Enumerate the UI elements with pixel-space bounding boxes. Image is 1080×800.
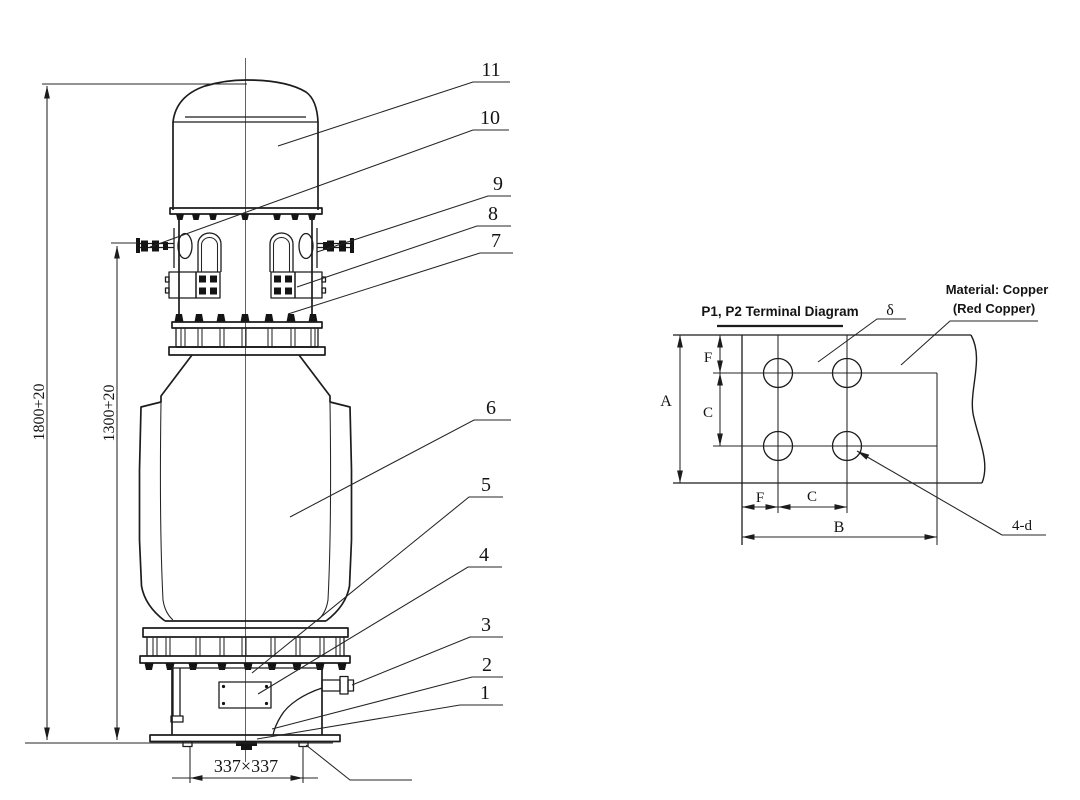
dim-label-C-horiz: C — [807, 489, 817, 505]
thickness-symbol: δ — [886, 302, 894, 319]
right-terminal-stud — [317, 238, 354, 253]
dim-label-F-horiz: F — [756, 490, 764, 506]
callout-1: 1 — [480, 682, 490, 704]
dim-label-A: A — [660, 393, 672, 410]
drain-stud — [236, 741, 257, 750]
callout-9: 9 — [493, 173, 503, 195]
callouts: 11 10 9 8 7 6 5 4 3 2 1 — [149, 59, 513, 740]
bottom-flange — [139, 627, 351, 670]
dim-label-4d: 4-d — [1012, 518, 1032, 534]
hole-top-left — [762, 357, 794, 389]
callout-8: 8 — [488, 203, 498, 225]
callout-11: 11 — [481, 59, 500, 81]
left-terminal-stud — [136, 238, 174, 253]
dim-label-F-vert: F — [704, 350, 712, 366]
dim-terminal-height: 1300+20 — [101, 384, 118, 441]
break-line — [970, 334, 986, 484]
upper-flange — [168, 314, 326, 356]
side-connector — [321, 675, 355, 695]
dimension-A: A — [660, 335, 683, 483]
left-bracket — [170, 668, 184, 723]
dimension-F-horizontal: F — [742, 490, 778, 510]
base-box — [149, 667, 355, 750]
dimension-B: B — [742, 519, 937, 540]
dim-overall-height: 1800+20 — [31, 383, 48, 440]
hole-top-right — [831, 357, 863, 389]
left-clamp-block — [164, 271, 221, 299]
foot-leader — [305, 744, 412, 781]
hole-bottom-right — [831, 430, 863, 462]
conduit-curve — [272, 687, 323, 736]
right-clamp-block — [270, 271, 327, 299]
upper-flange-ribs — [180, 327, 316, 348]
insulator-body — [138, 354, 353, 622]
material-leader — [900, 320, 1038, 366]
dimension-C-vertical: C — [703, 373, 723, 446]
dimension-base-337: 337×337 — [172, 746, 318, 783]
callout-3: 3 — [481, 614, 491, 636]
callout-2: 2 — [482, 654, 492, 676]
material-note-line1: Material: Copper — [946, 282, 1049, 297]
callout-10: 10 — [480, 107, 500, 129]
delta-leader — [817, 318, 906, 363]
bottom-flange-bolts — [144, 663, 347, 670]
callout-4: 4 — [479, 544, 489, 566]
terminal-diagram: P1, P2 Terminal Diagram Material: Copper… — [660, 282, 1048, 545]
base-plate — [149, 734, 341, 743]
callout-5: 5 — [481, 474, 491, 496]
callout-7: 7 — [491, 230, 501, 252]
dim-label-C-vert: C — [703, 405, 713, 421]
holes-callout: 4-d — [856, 450, 1046, 536]
bushing-elevation-view: 1800+20 1300+20 337×337 11 10 9 8 7 — [25, 58, 513, 783]
terminal-diagram-title: P1, P2 Terminal Diagram — [701, 304, 858, 319]
dimension-1800: 1800+20 — [25, 83, 333, 744]
dimension-1300: 1300+20 — [101, 242, 138, 740]
material-note-line2: (Red Copper) — [953, 301, 1035, 316]
bottom-flange-ribs — [152, 636, 341, 657]
head-housing — [136, 214, 354, 318]
dim-label-B: B — [834, 519, 845, 536]
dimension-F-vertical: F — [704, 335, 723, 373]
dome-flange-bolts — [176, 214, 316, 220]
callout-6: 6 — [486, 397, 496, 419]
upper-flange-bolts — [174, 314, 318, 322]
dim-base-plate: 337×337 — [214, 756, 278, 776]
hole-bottom-left — [762, 430, 794, 462]
dimension-C-horizontal: C — [778, 489, 847, 510]
top-dome-cap — [169, 79, 323, 220]
nameplate — [218, 681, 272, 709]
